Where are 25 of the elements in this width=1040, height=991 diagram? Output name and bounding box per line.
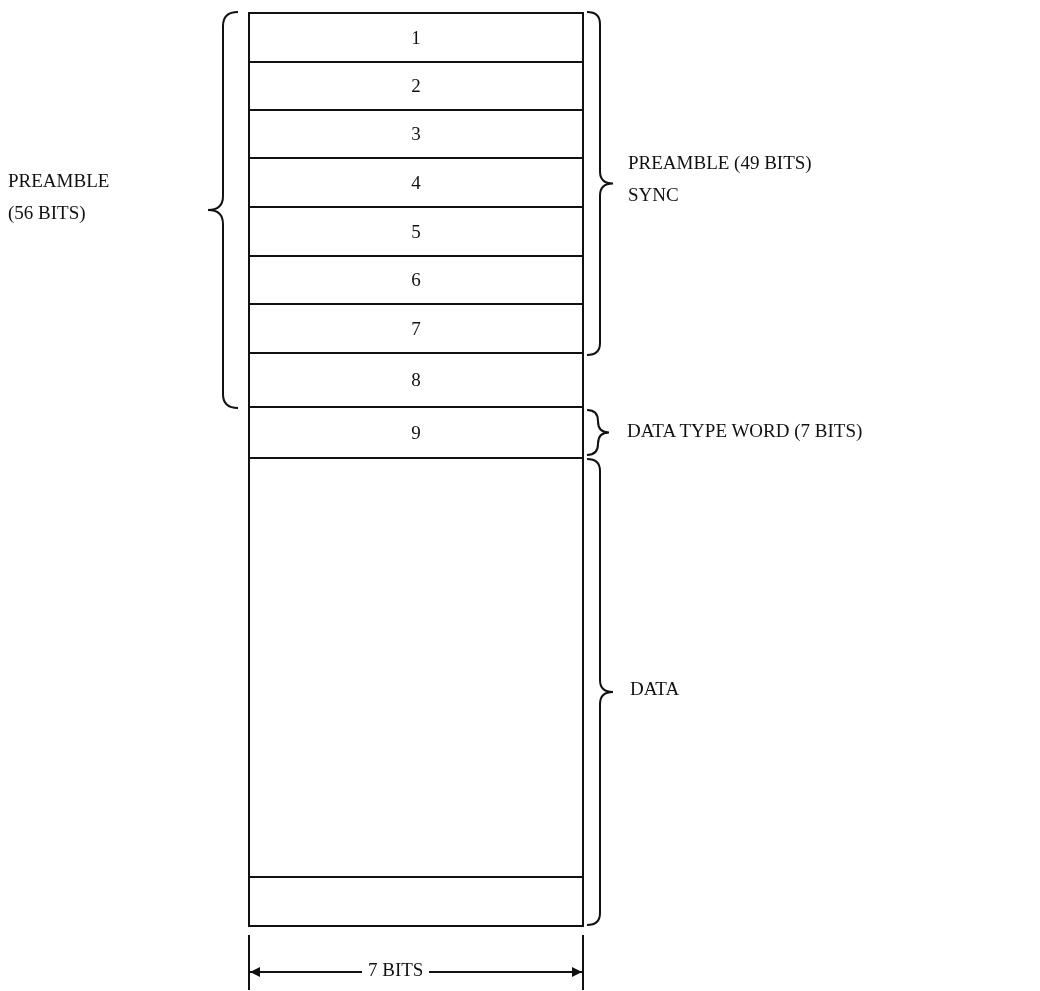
cell-number: 6	[411, 269, 421, 291]
brace-label: DATA	[630, 678, 680, 700]
cell-number: 5	[411, 220, 421, 243]
brace-label: (56 BITS)	[8, 202, 86, 224]
numbered-cell	[248, 406, 584, 459]
cell-number: 9	[411, 421, 421, 444]
cell-number: 1	[411, 26, 421, 49]
numbered-cell	[248, 61, 584, 111]
empty-cell	[248, 876, 584, 927]
cell-number: 2	[411, 75, 421, 97]
cell-number: 8	[411, 369, 421, 391]
brace-label: SYNC	[628, 184, 679, 206]
numbered-cell	[248, 109, 584, 159]
cell-number: 3	[411, 123, 421, 145]
brace-label: PREAMBLE	[8, 170, 110, 192]
numbered-cell	[248, 303, 584, 354]
numbered-cell	[248, 206, 584, 257]
brace-label: PREAMBLE (49 BITS)	[628, 152, 812, 174]
numbered-cell	[248, 352, 584, 408]
numbered-cell	[248, 255, 584, 305]
numbered-cell	[248, 157, 584, 208]
numbered-cell	[248, 12, 584, 63]
brace-label: DATA TYPE WORD (7 BITS)	[627, 420, 863, 442]
cell-number: 4	[411, 171, 421, 194]
cell-number: 7	[411, 317, 421, 340]
